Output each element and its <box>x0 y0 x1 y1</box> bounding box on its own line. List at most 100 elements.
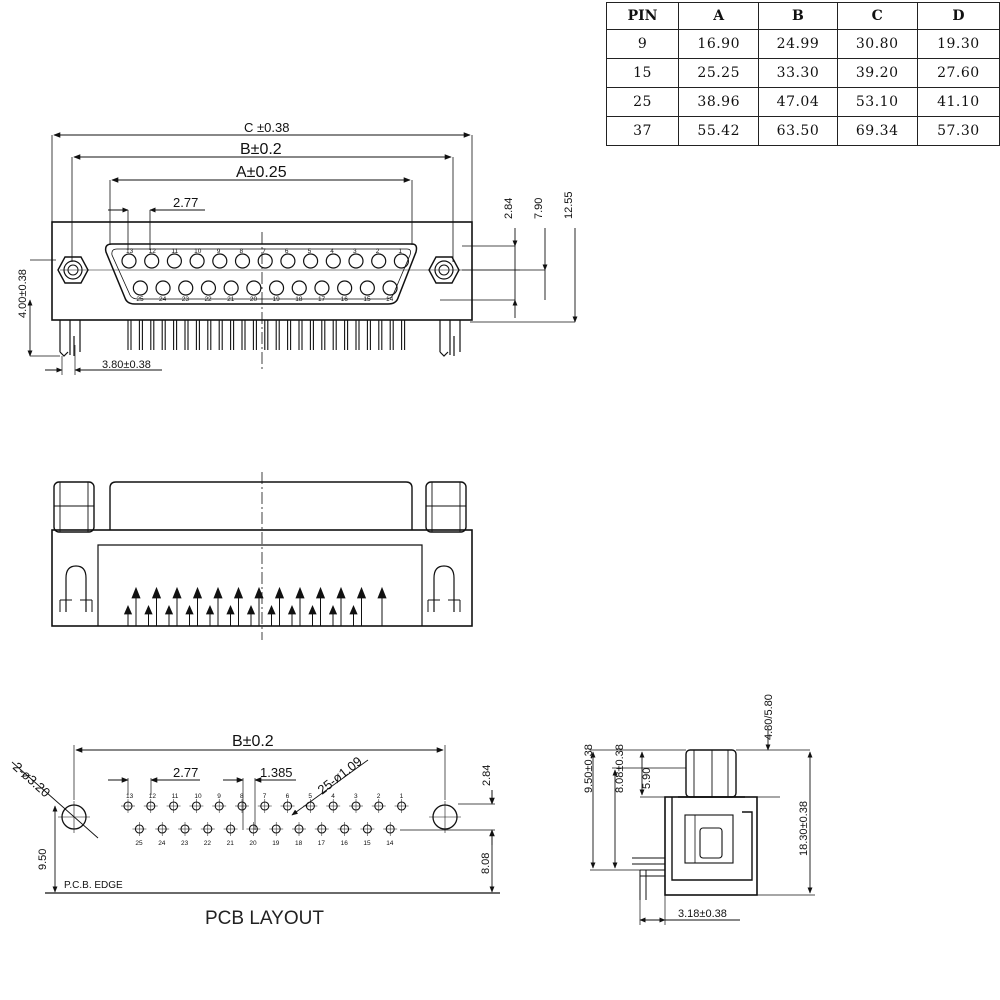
pin-number: 25 <box>136 296 144 303</box>
pin-tip-top-row <box>274 586 285 599</box>
pin-tip-bottom-row <box>287 605 297 615</box>
pin-number: 20 <box>250 296 258 303</box>
contact-hole <box>234 253 251 269</box>
contact-hole <box>393 253 409 269</box>
pcb-pin-number: 4 <box>331 793 335 800</box>
contact-hole <box>280 253 296 269</box>
pcb-mount-hole-callout: 2-ø3.20 <box>10 759 53 800</box>
pcb-dim-8-08: 8.08 <box>480 853 492 874</box>
pcb-pin-number: 5 <box>308 793 312 800</box>
pin-number: 12 <box>149 248 157 255</box>
column-header-pin: PIN <box>605 2 680 30</box>
column-header-a: A <box>678 2 760 30</box>
pcb-pin-number: 15 <box>363 840 371 847</box>
pin-tip-top-row <box>377 586 387 599</box>
dim-c: C ±0.38 <box>244 120 289 135</box>
side-dim-4-80-5-80: 4.80/5.80 <box>763 694 775 740</box>
pcb-pin-number: 7 <box>263 793 267 800</box>
pcb-pin-number: 9 <box>217 793 221 800</box>
dim-left-height: 4.00±0.38 <box>17 269 29 318</box>
side-dim-8-08: 8.08±0.38 <box>614 744 626 793</box>
pcb-pin-number: 25 <box>135 840 143 847</box>
pcb-dim-half-pitch: 1.385 <box>260 765 293 780</box>
contact-hole <box>121 253 137 269</box>
pin-number: 3 <box>353 248 357 255</box>
pin-tip-top-row <box>356 586 367 599</box>
contact-hole <box>189 253 205 269</box>
pcb-pin-number: 12 <box>149 793 157 800</box>
pin-number: 10 <box>194 248 202 255</box>
pin-tip-bottom-row <box>328 605 338 615</box>
table-cell: 38.96 <box>678 87 760 117</box>
pcb-pin-number: 23 <box>181 840 189 847</box>
table-cell-pin: 9 <box>605 29 680 59</box>
pin-tip-bottom-row <box>267 605 276 615</box>
pcb-pin-number: 11 <box>172 793 179 800</box>
pcb-pin-number: 3 <box>354 793 358 800</box>
pcb-dim-2-84: 2.84 <box>481 765 493 786</box>
pin-number: 24 <box>159 296 167 303</box>
contact-hole <box>200 280 217 296</box>
pin-number: 11 <box>171 248 178 255</box>
contact-hole <box>155 280 171 296</box>
pin-tip-bottom-row <box>226 605 235 615</box>
contact-hole <box>268 280 285 296</box>
pin-number: 7 <box>262 248 266 255</box>
pin-number: 18 <box>295 296 303 303</box>
side-dim-5-90: 5.90 <box>641 768 653 789</box>
contact-hole <box>144 253 160 269</box>
pcb-pin-number: 20 <box>249 840 257 847</box>
pcb-pin-number: 6 <box>286 793 290 800</box>
pcb-pin-number: 14 <box>386 840 394 847</box>
pcb-pin-number: 24 <box>158 840 166 847</box>
dim-bottom-offset: 3.80±0.38 <box>102 359 151 371</box>
pin-number: 8 <box>240 248 244 255</box>
contact-hole <box>212 253 228 269</box>
contact-hole <box>132 280 148 296</box>
pin-tip-top-row <box>233 586 244 599</box>
pcb-pin-number: 22 <box>204 840 212 847</box>
dim-a: A±0.25 <box>236 164 287 181</box>
pin-tip-top-row <box>295 586 305 599</box>
contact-hole <box>291 280 307 296</box>
table-cell: 16.90 <box>678 29 760 59</box>
pcb-pin-number: 18 <box>295 840 303 847</box>
pcb-pin-number: 17 <box>318 840 326 847</box>
contact-hole <box>371 253 387 269</box>
table-cell: 24.99 <box>758 29 838 59</box>
dim-b: B±0.2 <box>240 141 282 158</box>
pcb-pin-number: 13 <box>126 793 134 800</box>
pin-tip-bottom-row <box>205 605 215 615</box>
dim-12-55: 12.55 <box>563 191 575 219</box>
pin-number: 21 <box>227 296 235 303</box>
side-dim-3-18: 3.18±0.38 <box>678 908 727 920</box>
contact-hole <box>178 280 194 296</box>
pin-number: 4 <box>330 248 334 255</box>
front-view <box>27 132 578 375</box>
pin-tip-bottom-row <box>144 605 153 615</box>
pin-tip-top-row <box>213 586 223 599</box>
pcb-pin-number: 10 <box>194 793 202 800</box>
pin-tip-top-row <box>151 586 162 599</box>
pin-number: 2 <box>376 248 380 255</box>
side-dim-18-30: 18.30±0.38 <box>798 801 810 856</box>
contact-hole <box>359 280 375 296</box>
table-cell: 69.34 <box>836 116 918 146</box>
pcb-dim-pitch: 2.77 <box>173 765 198 780</box>
pcb-pin-number: 1 <box>400 793 404 800</box>
pin-number: 1 <box>398 248 402 255</box>
pin-number: 13 <box>126 248 134 255</box>
contact-hole <box>348 253 364 269</box>
table-cell: 63.50 <box>758 116 838 146</box>
pin-number: 19 <box>273 296 281 303</box>
pin-number: 6 <box>285 248 289 255</box>
pin-tip-top-row <box>192 586 203 599</box>
dim-2-84: 2.84 <box>503 198 515 219</box>
contact-hole <box>337 280 353 296</box>
pin-number: 23 <box>182 296 190 303</box>
contact-hole <box>166 253 182 269</box>
